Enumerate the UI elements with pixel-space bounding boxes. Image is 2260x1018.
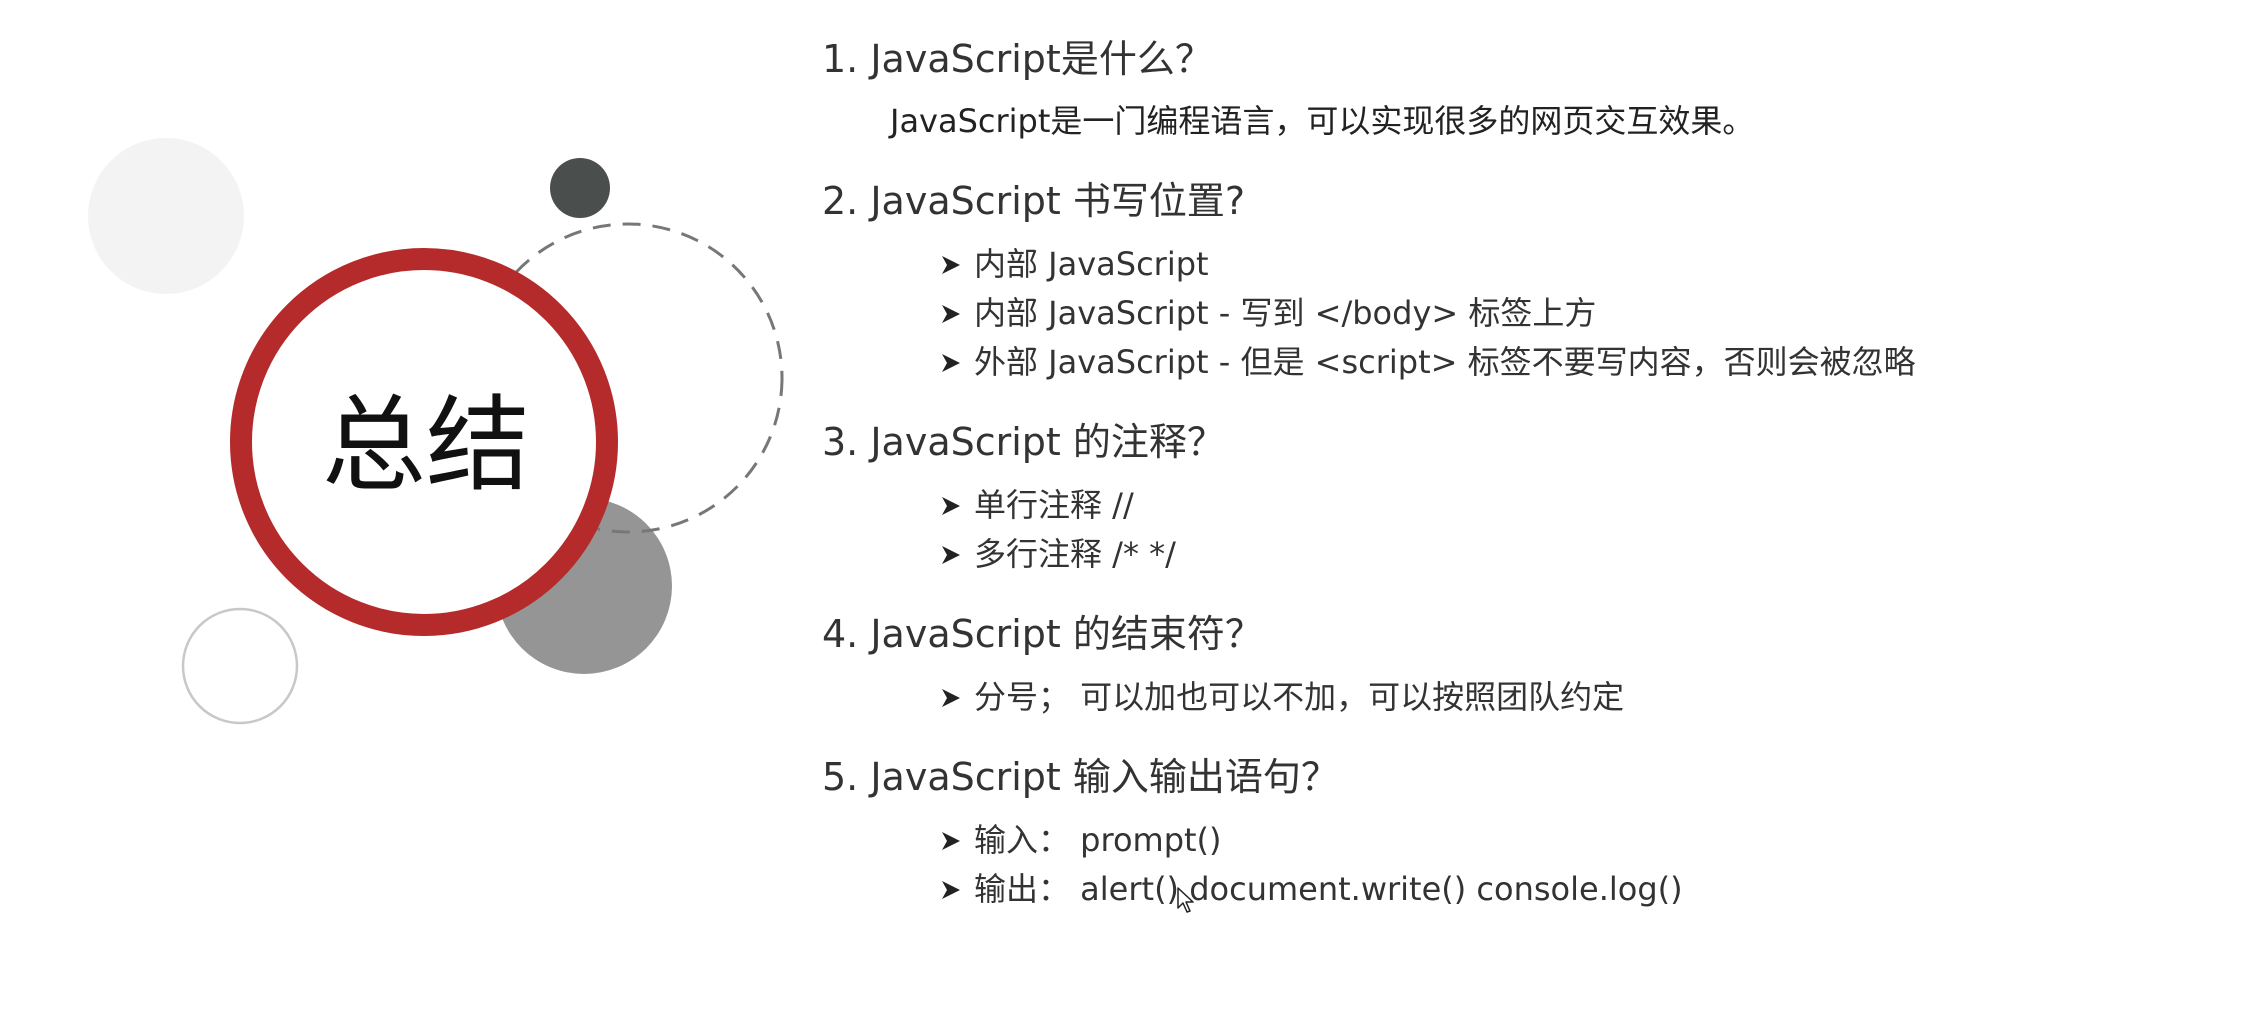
bullet-text: 输出： alert() document.write() console.log… bbox=[974, 870, 1683, 908]
list-item: 外部 JavaScript - 但是 <script> 标签不要写内容，否则会被… bbox=[940, 338, 2222, 387]
arrowhead-bullet-icon bbox=[942, 688, 960, 707]
summary-content: 1. JavaScript是什么？ JavaScript是一门编程语言，可以实现… bbox=[822, 32, 2222, 942]
list-item: 内部 JavaScript - 写到 </body> 标签上方 bbox=[940, 289, 2222, 338]
list-item: 分号； 可以加也可以不加，可以按照团队约定 bbox=[940, 673, 2222, 722]
question-1: 1. JavaScript是什么？ bbox=[822, 37, 1213, 81]
list-item: 单行注释 // bbox=[940, 481, 2222, 530]
list-item: 输出： alert() document.write() console.log… bbox=[940, 865, 2222, 914]
bullet-text: 多行注释 /* */ bbox=[974, 535, 1176, 573]
arrowhead-bullet-icon bbox=[942, 496, 960, 515]
bullet-text: 内部 JavaScript - 写到 </body> 标签上方 bbox=[974, 294, 1597, 332]
arrowhead-bullet-icon bbox=[942, 255, 960, 274]
bullet-list-4: 分号； 可以加也可以不加，可以按照团队约定 bbox=[940, 673, 2222, 722]
list-item: 内部 JavaScript bbox=[940, 240, 2222, 289]
question-5: 5. JavaScript 输入输出语句？ bbox=[822, 755, 1339, 799]
light-gray-disc bbox=[88, 138, 244, 294]
bullet-list-2: 内部 JavaScript 内部 JavaScript - 写到 </body>… bbox=[940, 240, 2222, 387]
arrowhead-bullet-icon bbox=[942, 304, 960, 323]
arrowhead-bullet-icon bbox=[942, 545, 960, 564]
bullet-text: 外部 JavaScript - 但是 <script> 标签不要写内容，否则会被… bbox=[974, 343, 1916, 381]
summary-graphic bbox=[88, 138, 784, 725]
arrowhead-bullet-icon bbox=[942, 880, 960, 899]
list-item: 多行注释 /* */ bbox=[940, 530, 2222, 579]
dark-dot bbox=[550, 158, 610, 218]
bullet-list-3: 单行注释 // 多行注释 /* */ bbox=[940, 481, 2222, 579]
mouse-pointer-icon bbox=[1177, 887, 1194, 913]
question-3: 3. JavaScript 的注释？ bbox=[822, 420, 1225, 464]
answer-1: JavaScript是一门编程语言，可以实现很多的网页交互效果。 bbox=[890, 102, 1755, 140]
arrowhead-bullet-icon bbox=[942, 831, 960, 850]
bullet-text: 输入： prompt() bbox=[974, 821, 1222, 859]
bullet-text: 分号； 可以加也可以不加，可以按照团队约定 bbox=[974, 678, 1625, 716]
list-item: 输入： prompt() bbox=[940, 816, 2222, 865]
section-5: 5. JavaScript 输入输出语句？ 输入： prompt() 输出： a… bbox=[822, 750, 2222, 914]
arrowhead-bullet-icon bbox=[942, 353, 960, 372]
section-2: 2. JavaScript 书写位置? 内部 JavaScript 内部 Jav… bbox=[822, 174, 2222, 387]
red-ring bbox=[230, 248, 618, 636]
section-4: 4. JavaScript 的结束符？ 分号； 可以加也可以不加，可以按照团队约… bbox=[822, 607, 2222, 722]
bullet-list-5: 输入： prompt() 输出： alert() document.write(… bbox=[940, 816, 2222, 914]
bullet-text: 单行注释 // bbox=[974, 486, 1134, 524]
section-1: 1. JavaScript是什么？ JavaScript是一门编程语言，可以实现… bbox=[822, 32, 2222, 146]
question-4: 4. JavaScript 的结束符？ bbox=[822, 612, 1263, 656]
question-2: 2. JavaScript 书写位置? bbox=[822, 179, 1246, 223]
slide-title: 总结 bbox=[321, 384, 530, 506]
outline-circle bbox=[181, 607, 299, 725]
bullet-text: 内部 JavaScript bbox=[974, 245, 1209, 283]
section-3: 3. JavaScript 的注释？ 单行注释 // 多行注释 /* */ bbox=[822, 415, 2222, 579]
